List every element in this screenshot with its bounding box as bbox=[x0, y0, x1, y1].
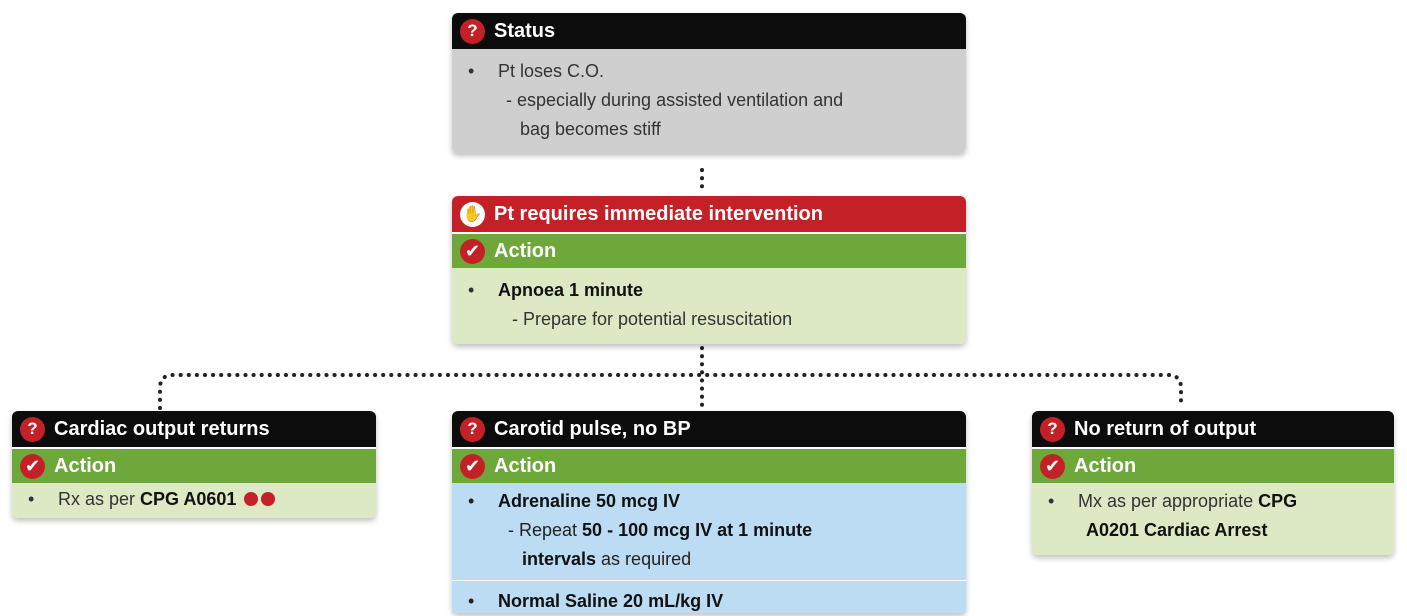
left-header: ? Cardiac output returns bbox=[12, 411, 376, 447]
middle-bullet1: Adrenaline 50 mcg IV bbox=[498, 491, 681, 511]
middle-title: Carotid pulse, no BP bbox=[494, 417, 691, 440]
status-bullet: Pt loses C.O. bbox=[498, 61, 605, 81]
intervention-action-label: Action bbox=[494, 239, 557, 262]
right-action-header: ✔ Action bbox=[1032, 449, 1394, 483]
hand-stop-icon: ✋ bbox=[460, 201, 485, 227]
intervention-action-header: ✔ Action bbox=[452, 234, 966, 268]
middle-sub-prefix: - Repeat bbox=[508, 520, 583, 540]
red-dot-icon bbox=[244, 492, 259, 506]
middle-body: •Adrenaline 50 mcg IV - Repeat 50 - 100 … bbox=[452, 483, 966, 613]
middle-action-label: Action bbox=[494, 454, 557, 477]
left-title: Cardiac output returns bbox=[54, 417, 270, 440]
red-dot-icon bbox=[261, 492, 276, 506]
status-header: ? Status bbox=[452, 13, 966, 49]
right-title: No return of output bbox=[1074, 417, 1257, 440]
divider bbox=[452, 580, 966, 581]
cardiac-output-returns-box: ? Cardiac output returns ✔ Action • Rx a… bbox=[12, 411, 376, 518]
intervention-bullet: Apnoea 1 minute bbox=[498, 280, 644, 300]
question-icon: ? bbox=[460, 416, 485, 442]
check-icon: ✔ bbox=[460, 453, 485, 479]
intervention-box: ✋ Pt requires immediate intervention ✔ A… bbox=[452, 196, 966, 344]
intervention-title: Pt requires immediate intervention bbox=[494, 202, 823, 225]
left-action-header: ✔ Action bbox=[12, 449, 376, 483]
intervention-sub: - Prepare for potential resuscitation bbox=[512, 309, 793, 329]
left-body: • Rx as per CPG A0601 bbox=[12, 483, 376, 518]
status-sub-line2: bag becomes stiff bbox=[520, 119, 661, 139]
right-bullet-bold2: A0201 Cardiac Arrest bbox=[1086, 520, 1268, 540]
left-action-label: Action bbox=[54, 454, 117, 477]
status-box: ? Status •Pt loses C.O. - especially dur… bbox=[452, 13, 966, 153]
question-icon: ? bbox=[20, 416, 45, 442]
status-sub-line1: - especially during assisted ventilation… bbox=[506, 90, 844, 110]
middle-sub-suffix: as required bbox=[596, 549, 692, 569]
middle-action-header: ✔ Action bbox=[452, 449, 966, 483]
carotid-pulse-box: ? Carotid pulse, no BP ✔ Action •Adrenal… bbox=[452, 411, 966, 613]
intervention-header: ✋ Pt requires immediate intervention bbox=[452, 196, 966, 232]
right-header: ? No return of output bbox=[1032, 411, 1394, 447]
right-bullet-prefix: Mx as per appropriate bbox=[1078, 491, 1259, 511]
status-title: Status bbox=[494, 19, 556, 42]
right-action-label: Action bbox=[1074, 454, 1137, 477]
middle-sub-bold2: intervals bbox=[522, 549, 597, 569]
right-body: • Mx as per appropriate CPG A0201 Cardia… bbox=[1032, 483, 1394, 555]
middle-bullet2: Normal Saline 20 mL/kg IV bbox=[498, 591, 724, 611]
intervention-body: •Apnoea 1 minute - Prepare for potential… bbox=[452, 268, 966, 344]
check-icon: ✔ bbox=[20, 453, 45, 479]
left-bullet-bold: CPG A0601 bbox=[140, 489, 237, 509]
left-bullet-prefix: Rx as per bbox=[58, 489, 141, 509]
question-icon: ? bbox=[1040, 416, 1065, 442]
status-body: •Pt loses C.O. - especially during assis… bbox=[452, 49, 966, 153]
check-icon: ✔ bbox=[1040, 453, 1065, 479]
middle-header: ? Carotid pulse, no BP bbox=[452, 411, 966, 447]
check-icon: ✔ bbox=[460, 238, 485, 264]
no-return-of-output-box: ? No return of output ✔ Action • Mx as p… bbox=[1032, 411, 1394, 555]
middle-sub-bold1: 50 - 100 mcg IV at 1 minute bbox=[582, 520, 813, 540]
question-icon: ? bbox=[460, 18, 485, 44]
right-bullet-bold1: CPG bbox=[1258, 491, 1298, 511]
